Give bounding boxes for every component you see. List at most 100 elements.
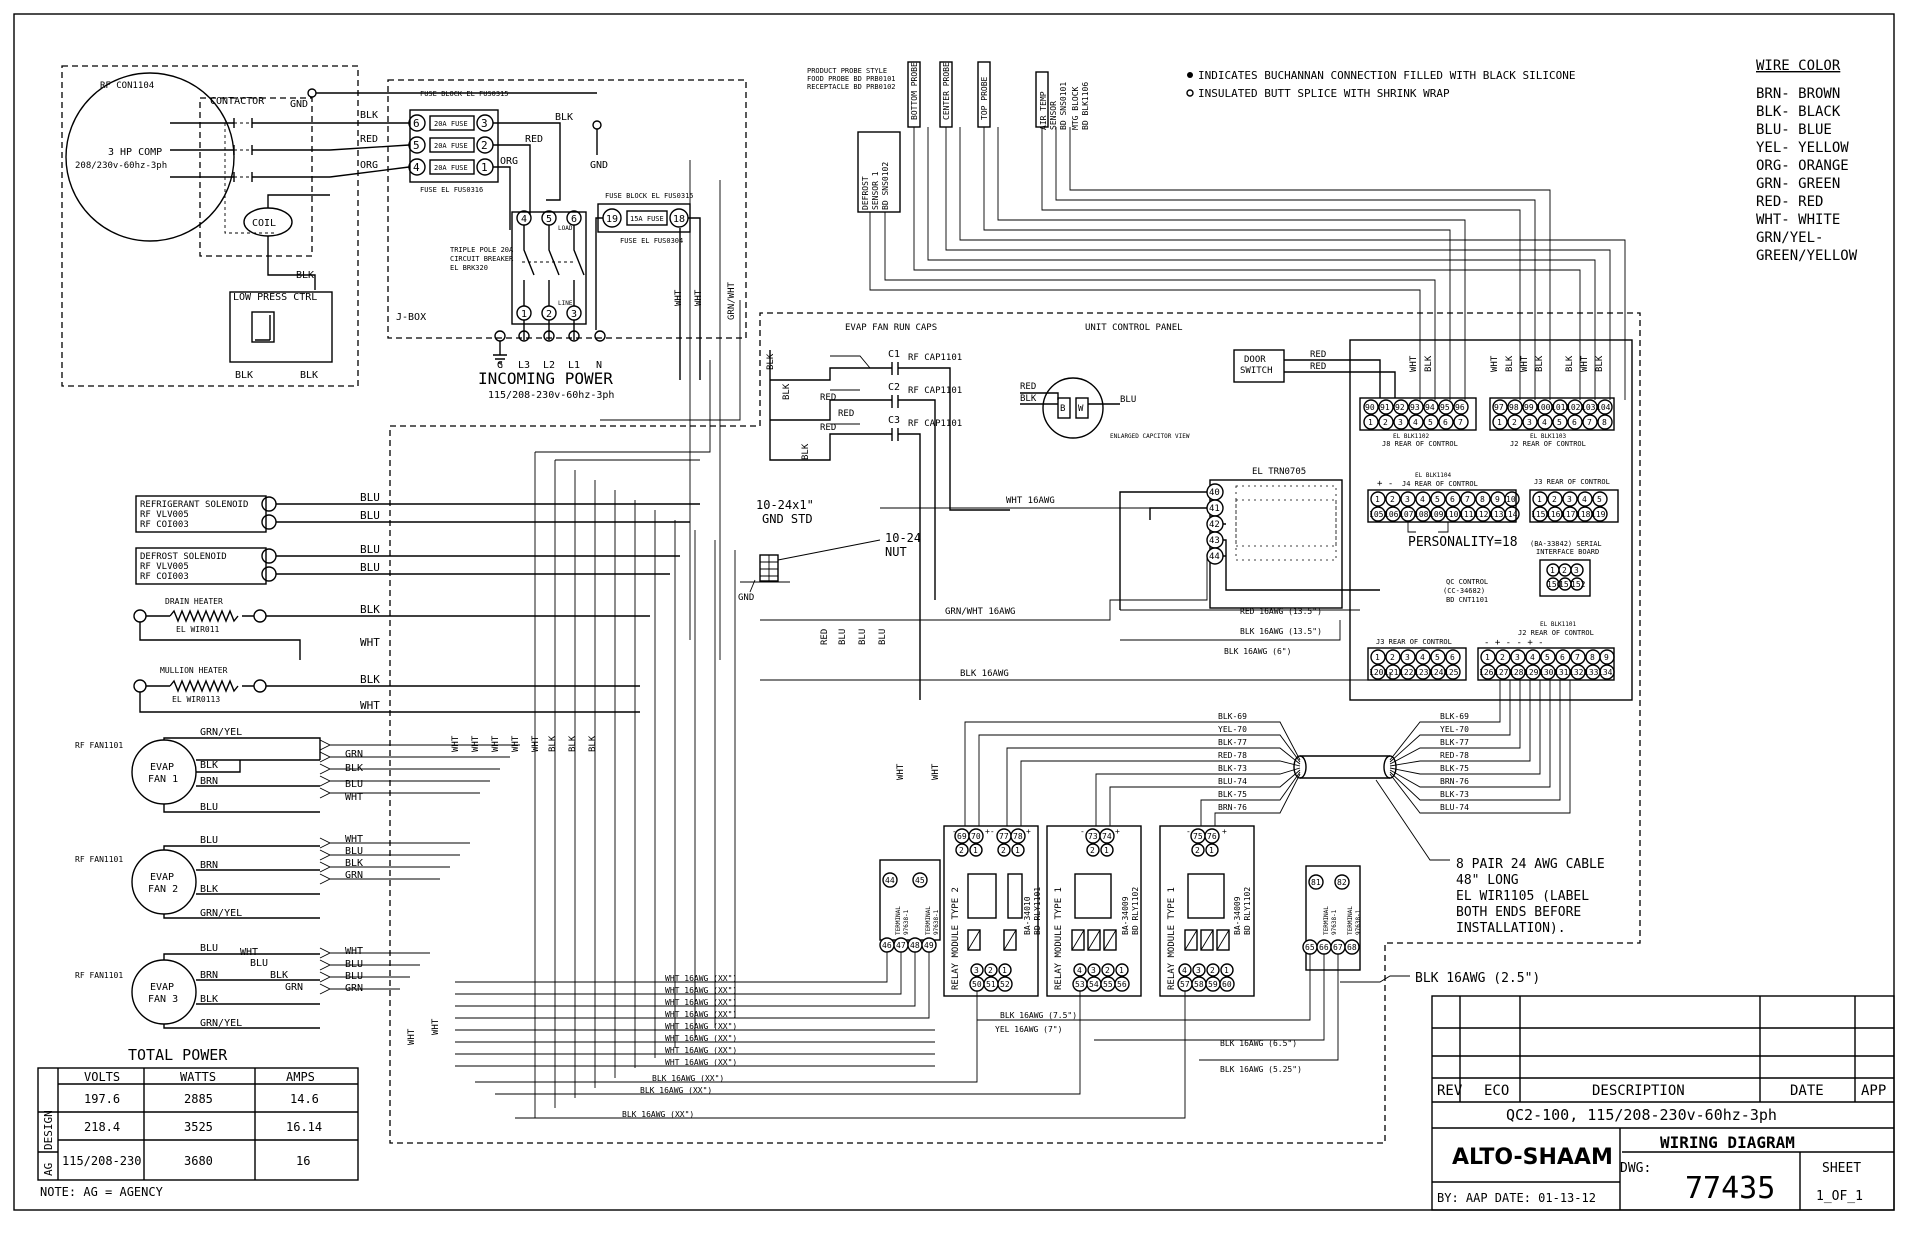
svg-text:RED-78: RED-78 <box>1440 751 1469 760</box>
svg-text:BD RLY1102: BD RLY1102 <box>1131 887 1140 935</box>
svg-text:90: 90 <box>1365 403 1375 412</box>
svg-text:GND STD: GND STD <box>762 512 813 526</box>
svg-text:-: - <box>1080 827 1085 836</box>
svg-text:WHT: WHT <box>360 699 380 712</box>
svg-text:TOP PROBE: TOP PROBE <box>980 76 989 120</box>
svg-text:RED- RED: RED- RED <box>1756 194 1823 210</box>
svg-text:GRN: GRN <box>285 982 303 993</box>
svg-text:BLU: BLU <box>360 491 380 504</box>
svg-text:74: 74 <box>1102 832 1112 841</box>
svg-text:97638-1: 97638-1 <box>1331 909 1338 935</box>
svg-text:BLU: BLU <box>858 629 868 645</box>
svg-text:6: 6 <box>1560 653 1565 662</box>
svg-text:77: 77 <box>999 832 1009 841</box>
svg-text:18: 18 <box>673 214 685 225</box>
svg-text:BLU: BLU <box>200 835 218 846</box>
qc-control-board <box>1349 339 1633 701</box>
svg-text:INSTALLATION).: INSTALLATION). <box>1456 921 1566 936</box>
svg-text:65: 65 <box>1305 943 1315 952</box>
svg-text:DESCRIPTION: DESCRIPTION <box>1592 1083 1685 1099</box>
svg-text:2: 2 <box>1001 846 1006 855</box>
svg-text:WHT 16AWG (XX"): WHT 16AWG (XX") <box>665 1058 737 1067</box>
svg-text:WHT 16AWG (XX"): WHT 16AWG (XX") <box>665 986 737 995</box>
svg-text:44: 44 <box>1209 552 1220 562</box>
svg-text:SENSOR: SENSOR <box>1049 101 1058 130</box>
svg-text:RF FAN1101: RF FAN1101 <box>75 855 123 864</box>
svg-text:BLK: BLK <box>1565 355 1575 372</box>
note-1: INDICATES BUCHANNAN CONNECTION FILLED WI… <box>1198 69 1576 82</box>
svg-text:YEL-70: YEL-70 <box>1440 725 1469 734</box>
incoming-power-label: INCOMING POWER <box>478 369 613 388</box>
svg-text:1: 1 <box>1375 653 1380 662</box>
svg-text:WHT: WHT <box>1520 355 1530 372</box>
svg-text:121: 121 <box>1384 668 1399 677</box>
svg-text:218.4: 218.4 <box>84 1120 120 1134</box>
svg-text:(CC-34682): (CC-34682) <box>1443 587 1485 595</box>
svg-text:98: 98 <box>1509 403 1519 412</box>
svg-text:GRN- GREEN: GRN- GREEN <box>1756 176 1840 192</box>
svg-text:133: 133 <box>1584 668 1599 677</box>
svg-text:20A FUSE: 20A FUSE <box>434 142 468 150</box>
svg-text:EL WIR1105 (LABEL: EL WIR1105 (LABEL <box>1456 889 1589 904</box>
svg-text:GRN: GRN <box>345 870 363 881</box>
svg-text:1: 1 <box>1485 653 1490 662</box>
svg-text:WHT: WHT <box>360 636 380 649</box>
svg-text:EL WIR011: EL WIR011 <box>176 625 220 634</box>
model-description: QC2-100, 115/208-230v-60hz-3ph <box>1506 1106 1777 1124</box>
svg-text:1: 1 <box>1497 418 1502 427</box>
fuse-right-bottom: FUSE EL FUS0304 <box>620 237 683 245</box>
svg-text:5: 5 <box>413 139 420 152</box>
svg-text:5: 5 <box>1545 653 1550 662</box>
svg-text:9: 9 <box>1495 495 1500 504</box>
svg-text:RF FAN1101: RF FAN1101 <box>75 971 123 980</box>
total-power-table: TOTAL POWER VOLTS WATTS AMPS DESIGN AG 1… <box>37 1046 359 1199</box>
svg-text:16: 16 <box>296 1154 310 1168</box>
svg-text:GND: GND <box>738 593 754 603</box>
svg-text:RED: RED <box>820 423 836 433</box>
svg-text:WHT 16AWG (XX"): WHT 16AWG (XX") <box>665 1034 737 1043</box>
svg-text:WHT 16AWG (XX"): WHT 16AWG (XX") <box>665 1046 737 1055</box>
svg-text:2: 2 <box>1210 966 1215 975</box>
svg-text:6: 6 <box>413 117 420 130</box>
svg-text:3: 3 <box>571 309 577 320</box>
svg-text:2: 2 <box>1383 418 1388 427</box>
svg-text:2: 2 <box>959 846 964 855</box>
svg-text:58: 58 <box>1194 980 1204 989</box>
svg-text:BD SNS0102: BD SNS0102 <box>881 162 890 210</box>
svg-text:2: 2 <box>1390 653 1395 662</box>
svg-text:LINE: LINE <box>558 300 573 307</box>
svg-text:57: 57 <box>1180 980 1190 989</box>
svg-text:ENLARGED CAPCITOR VIEW: ENLARGED CAPCITOR VIEW <box>1110 433 1190 440</box>
svg-text:RED: RED <box>525 134 543 145</box>
svg-text:BLK: BLK <box>548 735 558 752</box>
svg-text:BA-34010: BA-34010 <box>1023 896 1032 935</box>
svg-text:120: 120 <box>1369 668 1384 677</box>
svg-text:112: 112 <box>1474 510 1489 519</box>
svg-text:125: 125 <box>1444 668 1459 677</box>
svg-text:126: 126 <box>1479 668 1494 677</box>
svg-text:GRN/YEL: GRN/YEL <box>200 727 242 738</box>
svg-text:3525: 3525 <box>184 1120 213 1134</box>
svg-text:EVAP: EVAP <box>150 872 174 883</box>
svg-text:82: 82 <box>1337 878 1347 887</box>
contactor-label: CONTACTOR <box>210 96 265 107</box>
svg-text:BLK: BLK <box>200 884 218 895</box>
svg-text:WHT: WHT <box>531 735 541 752</box>
svg-text:3: 3 <box>1515 653 1520 662</box>
svg-text:108: 108 <box>1414 510 1429 519</box>
svg-text:BLU: BLU <box>360 561 380 574</box>
svg-text:151: 151 <box>1559 580 1574 589</box>
svg-text:BRN: BRN <box>200 970 218 981</box>
svg-text:WHT: WHT <box>511 735 521 752</box>
relay-module-type-1-b <box>1159 825 1255 997</box>
svg-text:L1: L1 <box>568 360 580 371</box>
svg-text:1: 1 <box>1537 495 1542 504</box>
svg-text:WHT: WHT <box>491 735 501 752</box>
svg-text:4: 4 <box>1413 418 1418 427</box>
svg-text:GRN/YEL: GRN/YEL <box>200 908 242 919</box>
svg-text:BLU: BLU <box>1120 395 1136 405</box>
svg-text:BA-34009: BA-34009 <box>1233 896 1242 935</box>
svg-text:EL BLK1102: EL BLK1102 <box>1393 433 1430 440</box>
svg-text:J4 REAR OF CONTROL: J4 REAR OF CONTROL <box>1402 480 1478 488</box>
svg-text:10-24: 10-24 <box>885 531 921 545</box>
